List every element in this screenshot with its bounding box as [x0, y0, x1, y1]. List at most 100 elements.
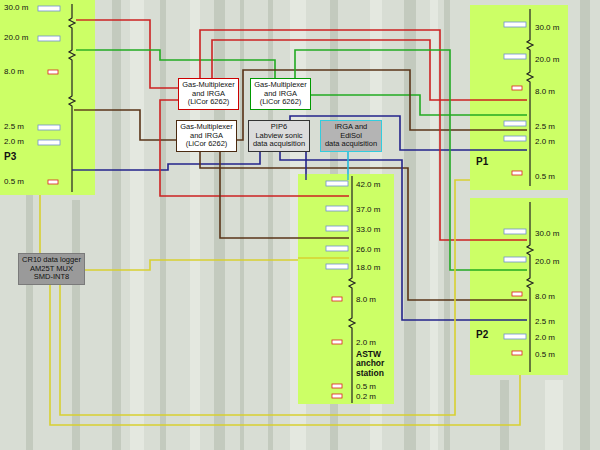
box-label: (LiCor 6262)	[186, 140, 228, 149]
tree-trunks	[26, 0, 590, 450]
inlet-mark	[512, 292, 522, 296]
height-label: 26.0 m	[356, 246, 380, 254]
tube-stub	[470, 299, 527, 300]
tube-stub	[298, 195, 349, 196]
sensor-tag	[504, 121, 526, 126]
sensor-tag	[38, 140, 60, 145]
tube-line	[50, 285, 520, 425]
sensor-tag	[504, 136, 526, 141]
tube-stub	[470, 269, 527, 270]
sensor-tag	[326, 181, 348, 186]
box-label: (LiCor 6262)	[188, 98, 230, 107]
height-label: 37.0 m	[356, 206, 380, 214]
height-label: 2.0 m	[535, 138, 555, 146]
tube-line	[237, 70, 470, 140]
height-label: 2.5 m	[535, 318, 555, 326]
tube-stub	[347, 174, 348, 180]
inlet-mark	[332, 384, 342, 388]
inlet-mark	[332, 394, 342, 398]
height-label: 2.5 m	[4, 123, 24, 131]
box-label: Gas-Multiplexer	[180, 123, 233, 132]
box-label: and IRGA	[190, 132, 223, 141]
height-label: 18.0 m	[356, 264, 380, 272]
tube-line	[95, 50, 275, 78]
sensor-tag	[504, 54, 526, 59]
instrument-box: PIP6Labview sonicdata acquisition	[248, 120, 310, 152]
tower-label: P3	[4, 152, 16, 162]
instrument-box: Gas-Multiplexerand IRGA(LiCor 6262)	[250, 78, 311, 110]
tower-mast	[349, 176, 355, 403]
box-label: IRGA and	[335, 123, 368, 132]
box-label: Gas-Multiplexer	[254, 81, 307, 90]
sensor-tag	[326, 206, 348, 211]
tube-line	[85, 260, 298, 270]
box-label: PIP6	[271, 123, 287, 132]
inlet-mark	[512, 171, 522, 175]
box-label: AM25T MUX	[30, 265, 73, 274]
height-label: 30.0 m	[535, 24, 559, 32]
sensor-tag	[504, 22, 526, 27]
instrument-box: IRGA andEdiSoldata acquisition	[320, 120, 382, 152]
tube-stub	[76, 49, 95, 50]
box-label: data acquisition	[253, 140, 305, 149]
tube-line	[200, 30, 470, 240]
sensor-tag	[38, 125, 60, 130]
tube-line	[60, 180, 470, 415]
box-label: Gas-Multiplexer	[182, 81, 235, 90]
tube-stub	[72, 169, 95, 170]
tower-panel: 30.0 m20.0 m8.0 m2.5 m2.0 m0.5 mP3	[0, 0, 95, 195]
height-label: 0.5 m	[4, 178, 24, 186]
sensor-tag	[504, 257, 526, 262]
height-label: 30.0 m	[4, 4, 28, 12]
tube-line	[347, 152, 349, 174]
inlet-mark	[332, 340, 342, 344]
tower-mast	[527, 9, 533, 186]
instrument-box: Gas-Multiplexerand IRGA(LiCor 6262)	[178, 78, 239, 110]
instrument-box: Gas-Multiplexerand IRGA(LiCor 6262)	[176, 120, 237, 152]
height-label: 2.0 m	[356, 339, 376, 347]
inlet-mark	[332, 297, 342, 301]
tube-stub	[470, 319, 527, 320]
box-label: and IRGA	[192, 90, 225, 99]
height-label: 2.0 m	[535, 334, 555, 342]
box-label: (LiCor 6262)	[260, 98, 302, 107]
height-label: 42.0 m	[356, 181, 380, 189]
tube-line	[220, 152, 298, 238]
tube-line	[311, 95, 470, 115]
tube-stub	[470, 149, 527, 150]
height-label: 0.5 m	[535, 173, 555, 181]
inlet-mark	[512, 351, 522, 355]
inlet-mark	[512, 86, 522, 90]
height-label: 0.5 m	[356, 383, 376, 391]
height-label: 0.5 m	[535, 351, 555, 359]
sensor-tag	[326, 264, 348, 269]
height-label: 2.5 m	[535, 123, 555, 131]
sensor-tag	[38, 6, 60, 11]
box-label: CR10 data logger	[22, 256, 81, 265]
tube-stub	[74, 109, 95, 110]
height-label: 8.0 m	[4, 68, 24, 76]
tower-label: ASTW anchor station	[356, 350, 392, 378]
box-label: and IRGA	[264, 90, 297, 99]
tube-stub	[470, 99, 527, 100]
height-label: 8.0 m	[535, 293, 555, 301]
box-label: data acquisition	[325, 140, 377, 149]
tower-mast	[69, 4, 75, 192]
tower-panel: 30.0 m20.0 m8.0 m2.5 m2.0 m0.5 mP2	[470, 198, 568, 375]
tube-stub	[470, 129, 527, 130]
height-label: 33.0 m	[356, 226, 380, 234]
sensor-tag	[504, 229, 526, 234]
sensor-tag	[38, 36, 60, 41]
tower-label: P2	[476, 330, 488, 340]
height-label: 0.2 m	[356, 393, 376, 401]
tube-line	[39, 195, 41, 253]
inlet-mark	[48, 180, 58, 184]
tube-stub	[298, 237, 349, 238]
tube-line	[305, 152, 307, 174]
tube-stub	[305, 174, 306, 180]
height-label: 8.0 m	[535, 88, 555, 96]
inlet-mark	[48, 70, 58, 74]
